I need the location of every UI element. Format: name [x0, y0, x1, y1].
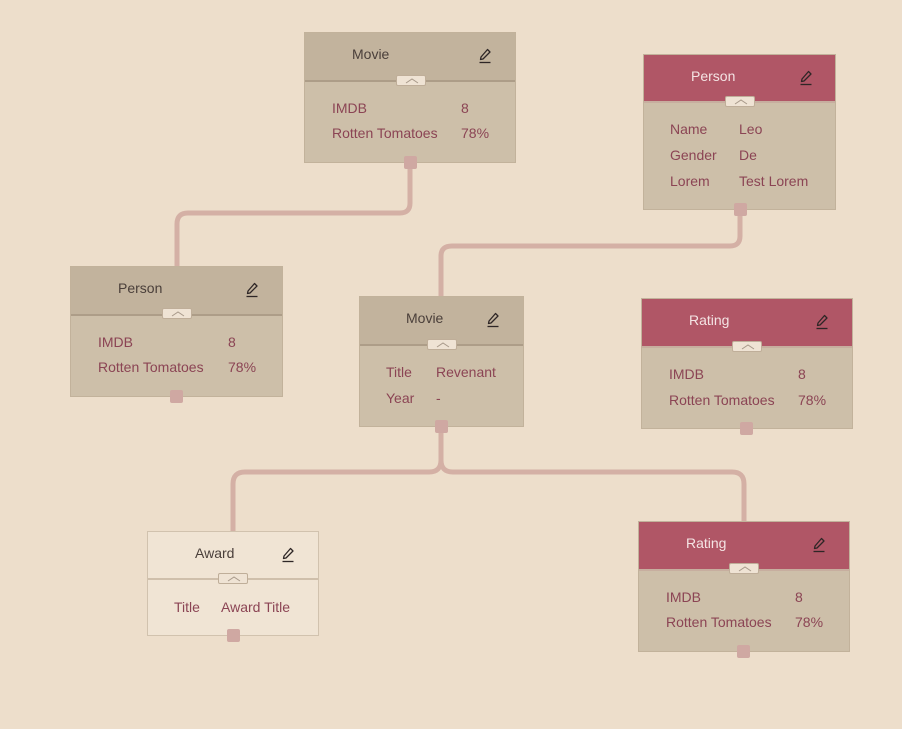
collapse-toggle[interactable]	[729, 563, 759, 574]
pencil-icon[interactable]	[815, 314, 829, 330]
field-value: 78%	[228, 359, 257, 375]
pencil-icon[interactable]	[478, 48, 492, 64]
collapse-toggle[interactable]	[396, 75, 426, 86]
field-key: IMDB	[669, 366, 704, 382]
field-key: Rotten Tomatoes	[669, 392, 775, 408]
field-key: Title	[386, 364, 412, 380]
node-header: Movie	[360, 297, 523, 346]
connector-port[interactable]	[734, 203, 747, 216]
field-value: 8	[795, 589, 803, 605]
entity-node-person[interactable]: Person Name Leo Gender De Lorem Test Lorem	[643, 54, 836, 216]
connector-line	[174, 158, 413, 270]
field-value: 78%	[795, 614, 824, 630]
collapse-toggle[interactable]	[162, 308, 192, 319]
node-title: Movie	[352, 46, 390, 62]
field-value: 8	[228, 334, 236, 350]
field-key: Title	[174, 599, 200, 615]
connector-line	[438, 205, 743, 300]
connector-port[interactable]	[740, 422, 753, 435]
field-value: 78%	[461, 125, 490, 141]
entity-node-movie[interactable]: Movie Title Revenant Year -	[359, 296, 524, 433]
field-value: 8	[461, 100, 469, 116]
collapse-toggle[interactable]	[427, 339, 457, 350]
entity-node-award[interactable]: Award Title Award Title	[147, 531, 319, 642]
connector-port[interactable]	[404, 156, 417, 169]
pencil-icon[interactable]	[799, 70, 813, 86]
field-key: Name	[670, 121, 708, 137]
node-title: Rating	[689, 312, 730, 328]
pencil-icon[interactable]	[281, 547, 295, 563]
collapse-toggle[interactable]	[732, 341, 762, 352]
chevron-up-icon	[405, 78, 419, 84]
field-key: Rotten Tomatoes	[666, 614, 772, 630]
field-key: IMDB	[332, 100, 367, 116]
collapse-toggle[interactable]	[218, 573, 248, 584]
chevron-up-icon	[734, 99, 748, 105]
chevron-up-icon	[227, 576, 241, 582]
field-value: Revenant	[436, 364, 496, 380]
chevron-up-icon	[741, 344, 755, 350]
collapse-toggle[interactable]	[725, 96, 755, 107]
node-header: Person	[644, 55, 835, 103]
field-value: Award Title	[221, 599, 290, 615]
connector-port[interactable]	[435, 420, 448, 433]
node-title: Award	[195, 545, 235, 561]
node-title: Movie	[406, 310, 444, 326]
node-title: Person	[691, 68, 736, 84]
field-value: De	[739, 147, 757, 163]
entity-node-movie[interactable]: Movie IMDB 8 Rotten Tomatoes 78%	[304, 32, 516, 169]
chevron-up-icon	[171, 311, 185, 317]
field-value: 78%	[798, 392, 827, 408]
chevron-up-icon	[738, 566, 752, 572]
field-key: IMDB	[666, 589, 701, 605]
connector-line	[230, 422, 444, 534]
pencil-icon[interactable]	[812, 537, 826, 553]
connector-port[interactable]	[170, 390, 183, 403]
connector-port[interactable]	[227, 629, 240, 642]
field-key: Rotten Tomatoes	[98, 359, 204, 375]
field-key: Rotten Tomatoes	[332, 125, 438, 141]
field-key: Year	[386, 390, 415, 406]
pencil-icon[interactable]	[486, 312, 500, 328]
node-header: Rating	[642, 299, 852, 348]
entity-node-rating[interactable]: Rating IMDB 8 Rotten Tomatoes 78%	[641, 298, 853, 435]
entity-node-person[interactable]: Person IMDB 8 Rotten Tomatoes 78%	[70, 266, 283, 403]
connector-line	[438, 457, 747, 525]
field-value: Test Lorem	[739, 173, 809, 189]
node-header: Movie	[305, 33, 515, 82]
field-value: 8	[798, 366, 806, 382]
entity-node-rating[interactable]: Rating IMDB 8 Rotten Tomatoes 78%	[638, 521, 850, 658]
field-key: IMDB	[98, 334, 133, 350]
chevron-up-icon	[436, 342, 450, 348]
node-title: Rating	[686, 535, 727, 551]
field-key: Lorem	[670, 173, 710, 189]
connector-port[interactable]	[737, 645, 750, 658]
field-value: Leo	[739, 121, 763, 137]
field-key: Gender	[670, 147, 717, 163]
node-title: Person	[118, 280, 163, 296]
pencil-icon[interactable]	[245, 282, 259, 298]
field-value: -	[436, 390, 441, 406]
